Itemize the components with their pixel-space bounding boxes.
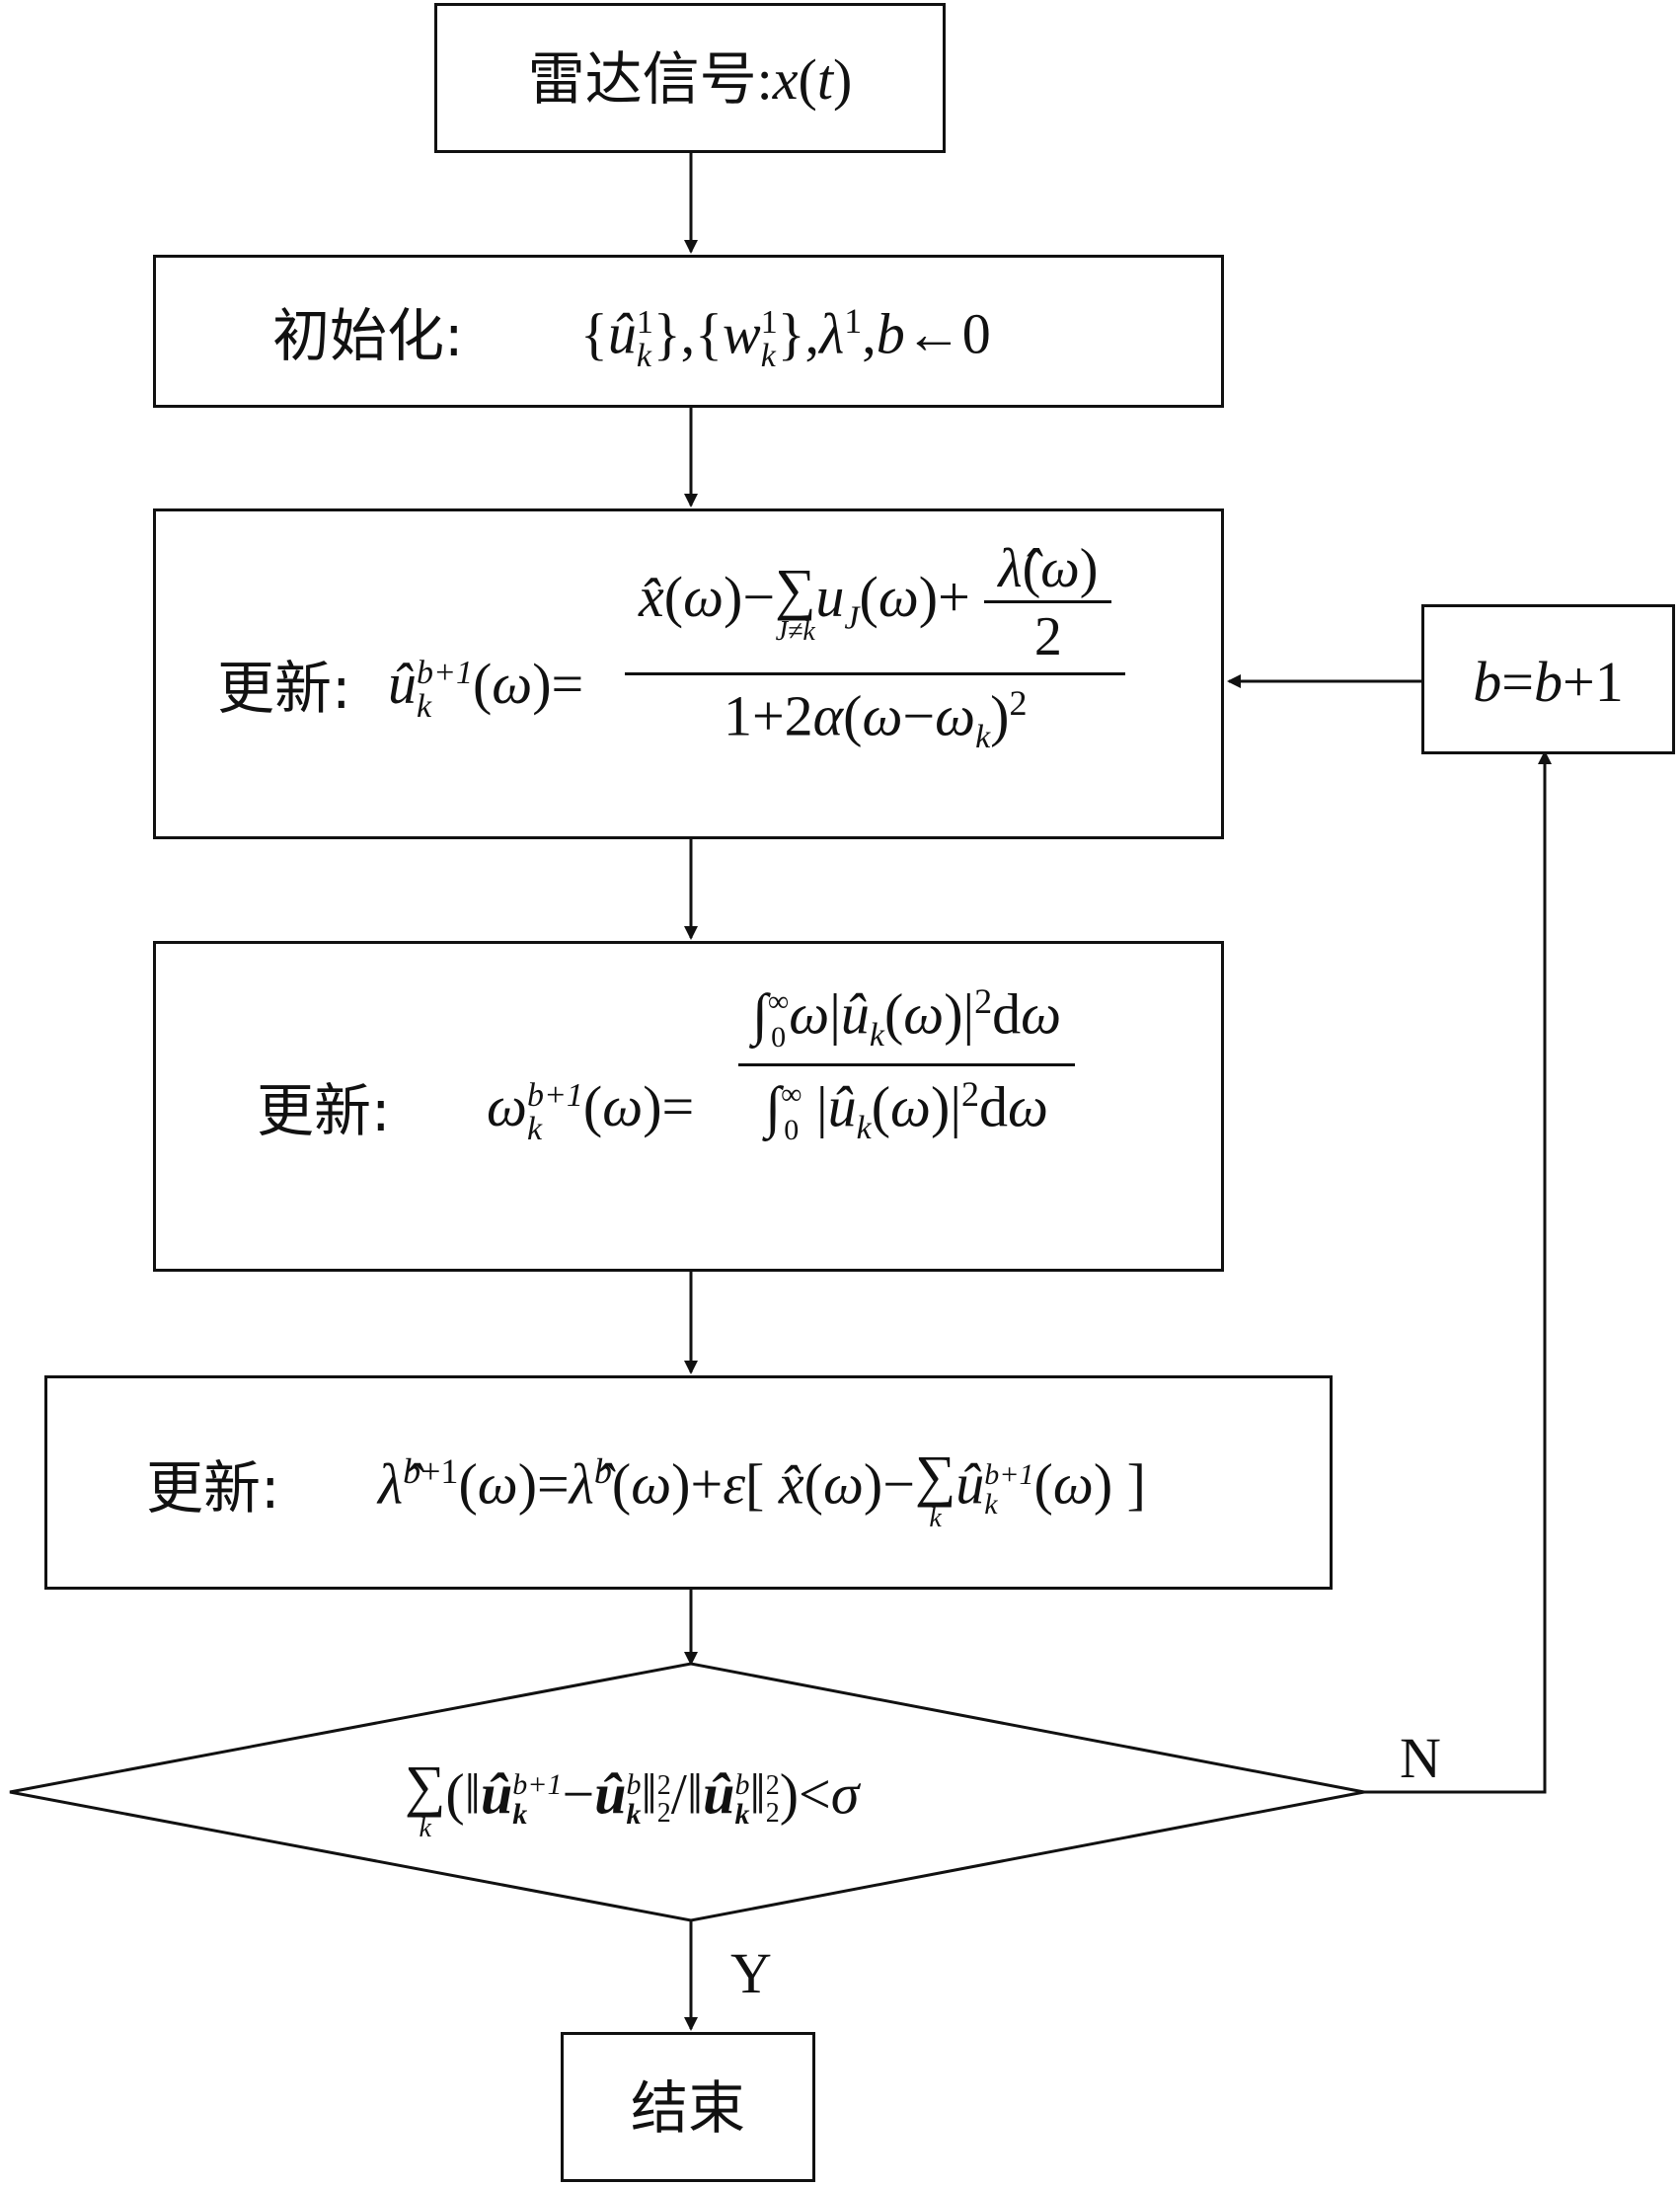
update-w-label: 更新: — [257, 1077, 391, 1144]
no-label: N — [1400, 1726, 1441, 1790]
end-box: 结束 — [561, 2032, 815, 2182]
start-box: 雷达信号:x(t) — [434, 3, 946, 153]
update-u-label: 更新: — [217, 655, 351, 722]
update-u-denominator: 1+2α(ω−ωk)2 — [625, 672, 1126, 754]
update-l-label: 更新: — [146, 1454, 280, 1522]
start-text: 雷达信号:x(t) — [527, 45, 853, 113]
arrow-decision-no — [1364, 750, 1552, 1794]
yes-label: Y — [730, 1941, 772, 2005]
decision-diamond — [9, 1662, 1365, 1922]
increment-text: b=b+1 — [1473, 650, 1624, 714]
end-text: 结束 — [630, 2074, 745, 2142]
init-label: 初始化: — [272, 302, 464, 369]
increment-box: b=b+1 — [1421, 604, 1675, 754]
update-w-denominator: ∫∞0 |ûk(ω)|2dω — [738, 1063, 1076, 1148]
